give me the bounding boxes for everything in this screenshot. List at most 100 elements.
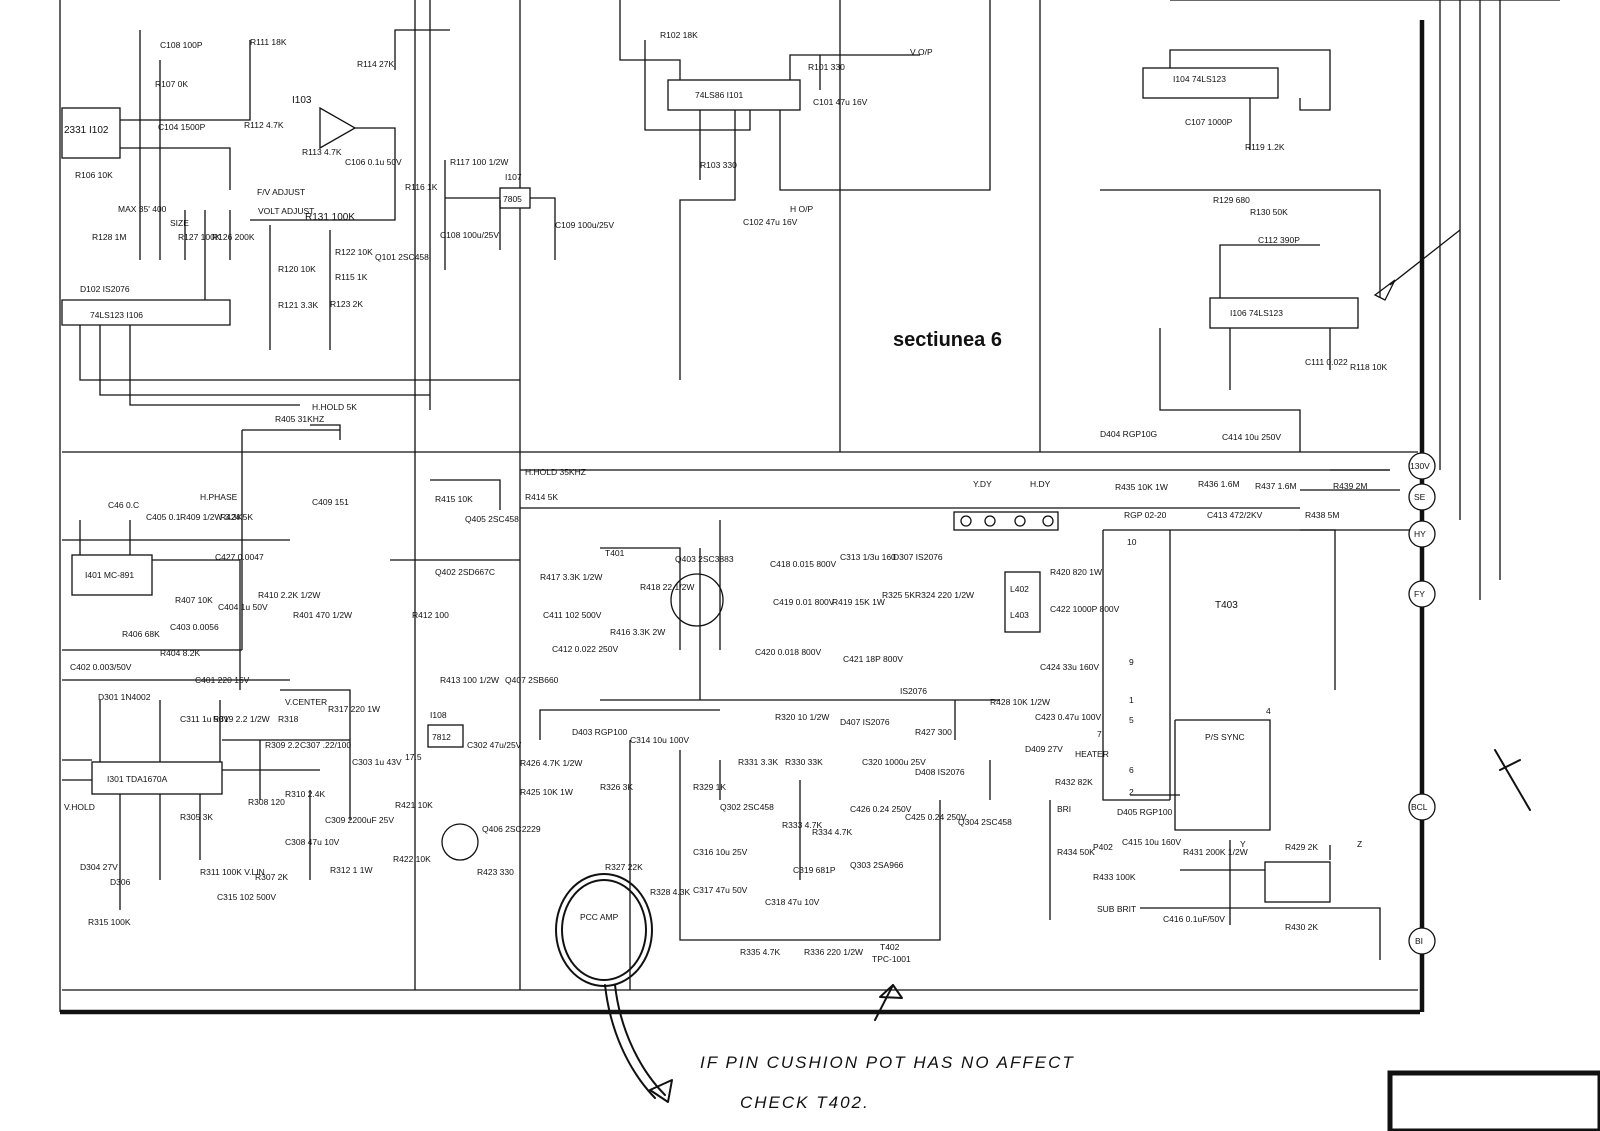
- label-r330: R330 33K: [785, 757, 823, 767]
- label-q402: Q402 2SD667C: [435, 567, 495, 577]
- ic-i401-label: I401 MC-891: [85, 570, 134, 580]
- label-d408: D408 IS2076: [915, 767, 965, 777]
- label-c414: C414 10u 250V: [1222, 432, 1281, 442]
- label-c104: C104 1500P: [158, 122, 206, 132]
- label-c106: C106 0.1u 50V: [345, 157, 402, 167]
- label-t403: T403: [1215, 600, 1238, 611]
- label-q406: Q406 2SC2229: [482, 824, 541, 834]
- label-c421: C421 18P 800V: [843, 654, 903, 664]
- ic-i107-part: 7805: [503, 194, 522, 204]
- ic-i104: [1142, 67, 1279, 99]
- label-sub-brit: SUB BRIT: [1097, 904, 1136, 914]
- ic-i102-label: 2331 I102: [64, 125, 109, 136]
- label-r319: R319 2.2 1/2W: [213, 714, 270, 724]
- label-vhold: V.HOLD: [64, 802, 95, 812]
- label-r103: R103 330: [700, 160, 737, 170]
- label-r101: R101 330: [808, 62, 845, 72]
- label-c109: C109 100u/25V: [555, 220, 614, 230]
- label-c46: C46 0.C: [108, 500, 139, 510]
- label-c420: C420 0.018 800V: [755, 647, 821, 657]
- ic-i401: [71, 554, 153, 596]
- connector-130v-label: 130V: [1410, 461, 1430, 471]
- label-t402: T402: [880, 942, 900, 952]
- label-r434: R434 50K: [1057, 847, 1095, 857]
- label-q302: Q302 2SC458: [720, 802, 774, 812]
- pin-5: 5: [1129, 715, 1134, 725]
- label-c402: C402 0.003/50V: [70, 662, 132, 672]
- label-r420: R420 820 1W: [1050, 567, 1102, 577]
- connector-bi-label: BI: [1415, 936, 1423, 946]
- annotation-line2: CHECK T402.: [740, 1093, 870, 1112]
- label-r335: R335 4.7K: [740, 947, 780, 957]
- ic-i102: [61, 107, 121, 159]
- label-r413: R413 100 1/2W: [440, 675, 499, 685]
- label-q303: Q303 2SA966: [850, 860, 904, 870]
- ic-i301-label: I301 TDA1670A: [107, 774, 168, 784]
- label-r423: R423 330: [477, 867, 514, 877]
- label-r325: R325 5K: [882, 590, 915, 600]
- label-ps-sync: P/S SYNC: [1205, 732, 1245, 742]
- label-t402-part: TPC-1001: [872, 954, 911, 964]
- region-vertical-oscillator: 2331 I102 I103 74LS123 I106 R111 18K C10…: [61, 29, 520, 406]
- label-c102: C102 47u 16V: [743, 217, 798, 227]
- label-c311: C311 1u 50V: [180, 714, 229, 724]
- label-r334: R334 4.7K: [812, 827, 852, 837]
- label-r129: R129 680: [1213, 195, 1250, 205]
- label-d409: D409 27V: [1025, 744, 1063, 754]
- label-r422: R422 10K: [393, 854, 431, 864]
- label-heater: HEATER: [1075, 749, 1109, 759]
- ic-i103-label: I103: [292, 95, 312, 106]
- label-d404: D404 RGP10G: [1100, 429, 1157, 439]
- annotation-line1: IF PIN CUSHION POT HAS NO AFFECT: [700, 1053, 1075, 1072]
- label-c314: C314 10u 100V: [630, 735, 689, 745]
- label-q403: Q403 2SC3883: [675, 554, 734, 564]
- label-c413: C413 472/2KV: [1207, 510, 1263, 520]
- label-r309: R309 2.2: [265, 740, 300, 750]
- label-c425: C425 0.24 250V: [905, 812, 967, 822]
- label-r414: R414 5K: [525, 492, 558, 502]
- right-connectors: 130V SE HY FY BCL BI: [1408, 452, 1436, 955]
- label-c112: C112 390P: [1258, 235, 1300, 245]
- label-c318: C318 47u 10V: [765, 897, 820, 907]
- label-r308: R308 120: [248, 797, 285, 807]
- connector-hy-label: HY: [1414, 529, 1426, 539]
- label-c404: C404 1u 50V: [218, 602, 268, 612]
- section-label: sectiunea 6: [893, 329, 1002, 351]
- label-r424: R424 5K: [220, 512, 253, 522]
- label-y: Y: [1240, 839, 1246, 849]
- label-r130: R130 50K: [1250, 207, 1288, 217]
- label-volt-adjust: VOLT ADJUST: [258, 206, 314, 216]
- label-bri: BRI: [1057, 804, 1071, 814]
- label-c303: C303 1u 43V: [352, 757, 402, 767]
- label-vcenter: V.CENTER: [285, 697, 327, 707]
- label-c426: C426 0.24 250V: [850, 804, 912, 814]
- label-l402: L402: [1010, 584, 1029, 594]
- label-r327: R327 22K: [605, 862, 643, 872]
- label-d403: D403 RGP100: [572, 727, 628, 737]
- label-is2076: IS2076: [900, 686, 927, 696]
- ic-i101-label: 74LS86 I101: [695, 90, 743, 100]
- label-r305: R305 3K: [180, 812, 213, 822]
- label-r401: R401 470 1/2W: [293, 610, 352, 620]
- label-r324: R324 220 1/2W: [915, 590, 974, 600]
- label-d307: D307 IS2076: [893, 552, 943, 562]
- connector-se: SE: [1408, 483, 1436, 511]
- label-r118: R118 10K: [1350, 362, 1388, 372]
- label-r436: R436 1.6M: [1198, 479, 1240, 489]
- connector-fy-label: FY: [1414, 589, 1425, 599]
- label-r122: R122 10K: [335, 247, 373, 257]
- label-r315: R315 100K: [88, 917, 131, 927]
- label-hhold: H.HOLD 5K: [312, 402, 357, 412]
- label-r407: R407 10K: [175, 595, 213, 605]
- label-l403: L403: [1010, 610, 1029, 620]
- label-c423: C423 0.47u 100V: [1035, 712, 1101, 722]
- label-r120: R120 10K: [278, 264, 316, 274]
- label-c419: C419 0.01 800V: [773, 597, 835, 607]
- label-c108: C108 100u/25V: [440, 230, 499, 240]
- label-c415: C415 10u 160V: [1122, 837, 1181, 847]
- connector-130v: 130V: [1408, 452, 1436, 480]
- label-r415: R415 10K: [435, 494, 473, 504]
- label-r433: R433 100K: [1093, 872, 1136, 882]
- label-c313: C313 1/3u 160: [840, 552, 896, 562]
